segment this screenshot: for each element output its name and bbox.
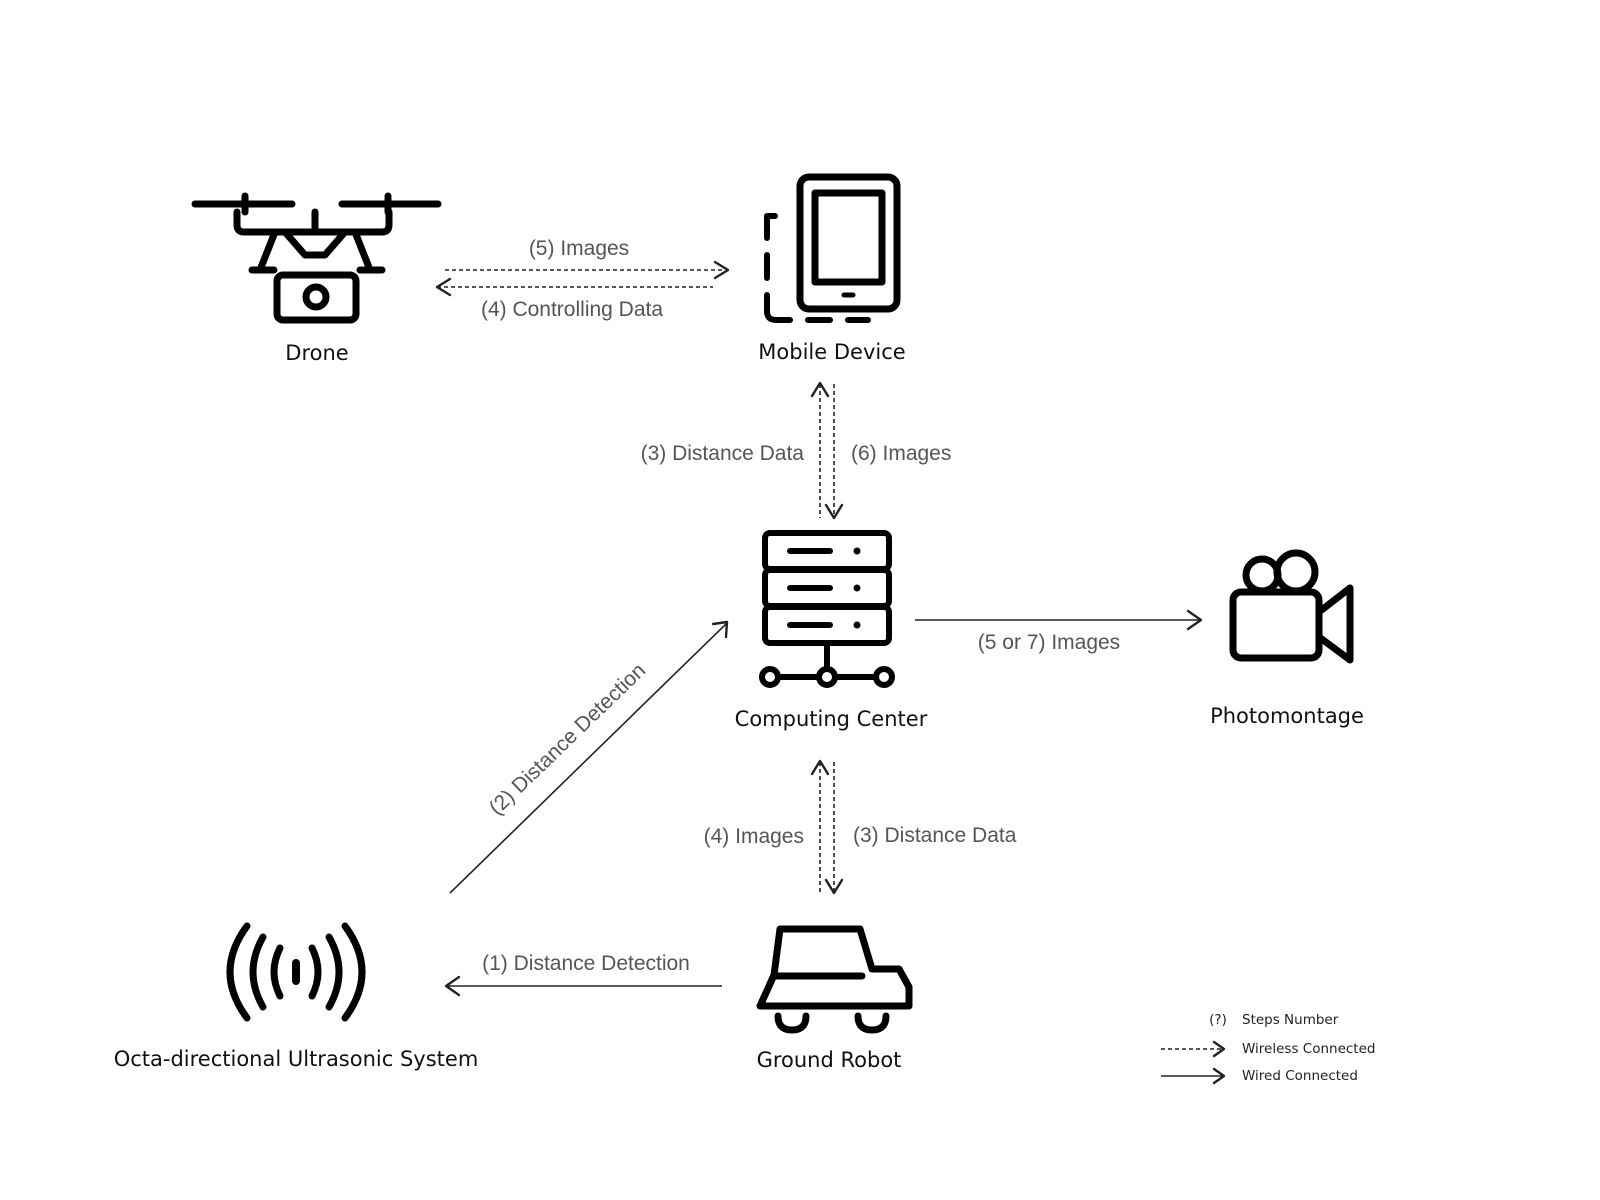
edge-robot-computing-images: (4) Images (704, 759, 830, 893)
edge-mobile-drone-control: (4) Controlling Data (435, 277, 713, 321)
edge-robot-ultrasonic: (1) Distance Detection (444, 952, 722, 997)
video-camera-icon (1229, 549, 1354, 664)
signal-waves-icon (226, 922, 366, 1022)
edge-label-robot-computing-images: (4) Images (704, 825, 804, 848)
edge-label-computing-robot-distance: (3) Distance Data (853, 824, 1017, 847)
drone-label: Drone (285, 341, 348, 365)
mobile-device-label: Mobile Device (758, 340, 905, 364)
photomontage-label: Photomontage (1210, 704, 1364, 728)
legend-wireless-label: Wireless Connected (1242, 1041, 1375, 1057)
edge-label-computing-photomontage: (5 or 7) Images (978, 631, 1120, 654)
edge-computing-photomontage: (5 or 7) Images (915, 609, 1203, 654)
computing-center-label: Computing Center (735, 707, 928, 731)
legend: (?) Steps Number Wireless Connected Wire… (1161, 1012, 1375, 1085)
edge-label-robot-ultrasonic: (1) Distance Detection (482, 952, 690, 975)
server-icon (759, 530, 895, 688)
legend-steps-label: Steps Number (1242, 1012, 1339, 1028)
edge-label-ultrasonic-computing: (2) Distance Detection (485, 659, 650, 820)
ground-robot-label: Ground Robot (757, 1048, 902, 1072)
edge-computing-mobile-distance: (3) Distance Data (641, 381, 830, 518)
car-icon (756, 925, 913, 1034)
edge-label-computing-mobile-distance: (3) Distance Data (641, 442, 805, 465)
legend-wired-label: Wired Connected (1242, 1068, 1358, 1084)
edge-ultrasonic-computing: (2) Distance Detection (449, 620, 729, 894)
edge-label-mobile-computing-images: (6) Images (851, 442, 951, 465)
edge-drone-mobile-images: (5) Images (445, 237, 730, 280)
edge-mobile-computing-images: (6) Images (824, 384, 951, 520)
ultrasonic-system-label: Octa-directional Ultrasonic System (114, 1047, 479, 1071)
drone-icon (191, 192, 442, 324)
edge-label-drone-mobile-images: (5) Images (529, 237, 629, 260)
tablet-icon (764, 173, 901, 323)
legend-steps-symbol: (?) (1209, 1012, 1227, 1028)
edge-computing-robot-distance: (3) Distance Data (824, 762, 1017, 895)
edge-label-mobile-drone-control: (4) Controlling Data (481, 298, 663, 321)
